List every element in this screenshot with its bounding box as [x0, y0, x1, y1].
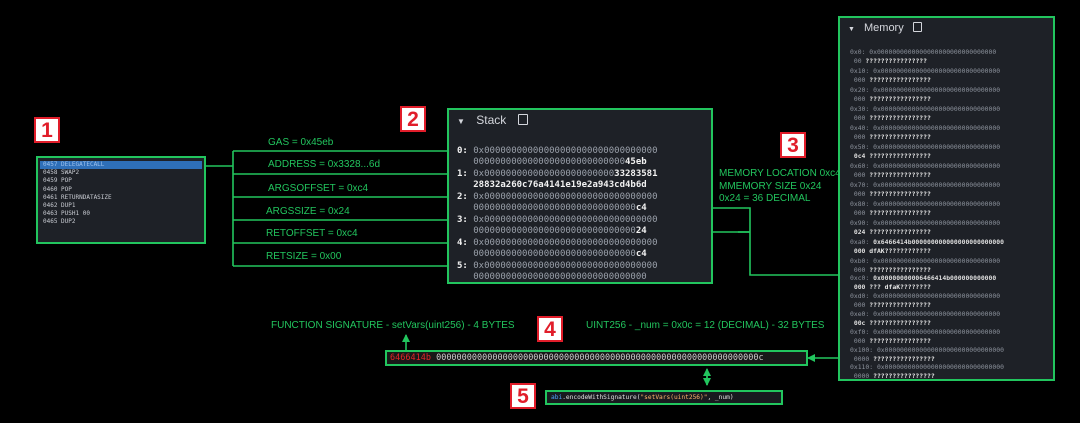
memory-title: Memory	[864, 22, 904, 34]
memory-row: 0x0: 0x0000000000000000000000000000000 0…	[850, 48, 997, 65]
stack-row-0: 0: 0x00000000000000000000000000000000 00…	[457, 146, 658, 168]
argument-hex: 0000000000000000000000000000000000000000…	[436, 353, 764, 363]
collapse-caret-icon[interactable]: ▼	[457, 117, 465, 126]
stack-row-2: 2: 0x00000000000000000000000000000000 00…	[457, 192, 658, 214]
memory-row: 0xf0: 0x0000000000000000000000000000000 …	[850, 328, 1001, 345]
memory-row: 0x110: 0x0000000000000000000000000000000…	[850, 363, 1004, 380]
memory-row: 0xe0: 0x0000000000000000000000000000000 …	[850, 310, 1001, 327]
memory-row: 0x10: 0x0000000000000000000000000000000 …	[850, 67, 1001, 84]
badge-2: 2	[400, 106, 426, 132]
memory-row: 0xd0: 0x0000000000000000000000000000000 …	[850, 292, 1001, 309]
memory-row: 0x70: 0x0000000000000000000000000000000 …	[850, 181, 1001, 198]
label-argsoffset: ARGSOFFSET = 0xc4	[268, 183, 369, 194]
label-argssize: ARGSSIZE = 0x24	[266, 206, 350, 217]
memory-row: 0x90: 0x0000000000000000000000000000000 …	[850, 219, 1001, 236]
stack-row-3: 3: 0x00000000000000000000000000000000 00…	[457, 215, 658, 237]
memory-row: 0xb0: 0x0000000000000000000000000000000 …	[850, 257, 1001, 274]
opcode-panel: 0457 DELEGATECALL 0458 SWAP2 0459 POP 04…	[36, 156, 206, 244]
stack-row-5: 5: 0x00000000000000000000000000000000 00…	[457, 261, 658, 283]
label-retsize: RETSIZE = 0x00	[266, 251, 342, 262]
badge-1: 1	[34, 117, 60, 143]
memory-note-decimal: 0x24 = 36 DECIMAL	[719, 193, 811, 204]
memory-row: 0x40: 0x0000000000000000000000000000000 …	[850, 124, 1001, 141]
opcode-item[interactable]: 0463 PUSH1 00	[43, 210, 90, 218]
memory-row: 0x60: 0x0000000000000000000000000000000 …	[850, 162, 1001, 179]
memory-row: 0x100: 0x0000000000000000000000000000000…	[850, 346, 1004, 363]
memory-panel: ▼ Memory 0x0: 0x000000000000000000000000…	[838, 16, 1055, 381]
encode-code-box: abi.encodeWithSignature("setVars(uint256…	[545, 390, 783, 405]
opcode-item-delegatecall[interactable]: 0457 DELEGATECALL	[40, 161, 202, 170]
memory-row: 0x30: 0x0000000000000000000000000000000 …	[850, 105, 1001, 122]
copy-icon[interactable]	[517, 114, 528, 125]
opcode-item[interactable]: 0458 SWAP2	[43, 169, 80, 177]
memory-row: 0x80: 0x0000000000000000000000000000000 …	[850, 200, 1001, 217]
badge-5: 5	[510, 383, 536, 409]
label-gas: GAS = 0x45eb	[268, 137, 334, 148]
memory-note-size: MMEMORY SIZE 0x24	[719, 181, 822, 192]
opcode-item[interactable]: 0460 POP	[43, 185, 72, 193]
opcode-item[interactable]: 0462 DUP1	[43, 201, 76, 209]
stack-row-1: 1: 0x00000000000000000000000033283581 28…	[457, 169, 658, 191]
function-signature-label: FUNCTION SIGNATURE - setVars(uint256) - …	[271, 320, 515, 331]
copy-icon[interactable]	[912, 22, 922, 32]
opcode-item[interactable]: 0459 POP	[43, 177, 72, 185]
uint256-label: UINT256 - _num = 0x0c = 12 (DECIMAL) - 3…	[586, 320, 825, 331]
memory-row: 0x50: 0x0000000000000000000000000000000 …	[850, 143, 1001, 160]
collapse-caret-icon[interactable]: ▼	[848, 26, 855, 33]
memory-row: 0xc0: 0x00000000006466414b000000000000 0…	[850, 274, 997, 291]
selector-hex: 6466414b	[390, 353, 431, 363]
badge-4: 4	[537, 316, 563, 342]
opcode-item[interactable]: 0461 RETURNDATASIZE	[43, 193, 112, 201]
memory-row: 0xa0: 0x6466414b000000000000000000000000…	[850, 238, 1004, 255]
label-address: ADDRESS = 0x3328...6d	[268, 159, 381, 170]
opcode-item[interactable]: 0465 DUP2	[43, 218, 76, 226]
label-retoffset: RETOFFSET = 0xc4	[266, 228, 358, 239]
memory-row: 0x20: 0x0000000000000000000000000000000 …	[850, 86, 1001, 103]
stack-row-4: 4: 0x00000000000000000000000000000000 00…	[457, 238, 658, 260]
badge-3: 3	[780, 132, 806, 158]
calldata-hex-bar: 6466414b 0000000000000000000000000000000…	[385, 350, 808, 366]
stack-panel: ▼ Stack 0: 0x000000000000000000000000000…	[447, 108, 713, 284]
stack-title: Stack	[476, 113, 507, 127]
memory-note-location: MEMORY LOCATION 0xc4	[719, 168, 841, 179]
